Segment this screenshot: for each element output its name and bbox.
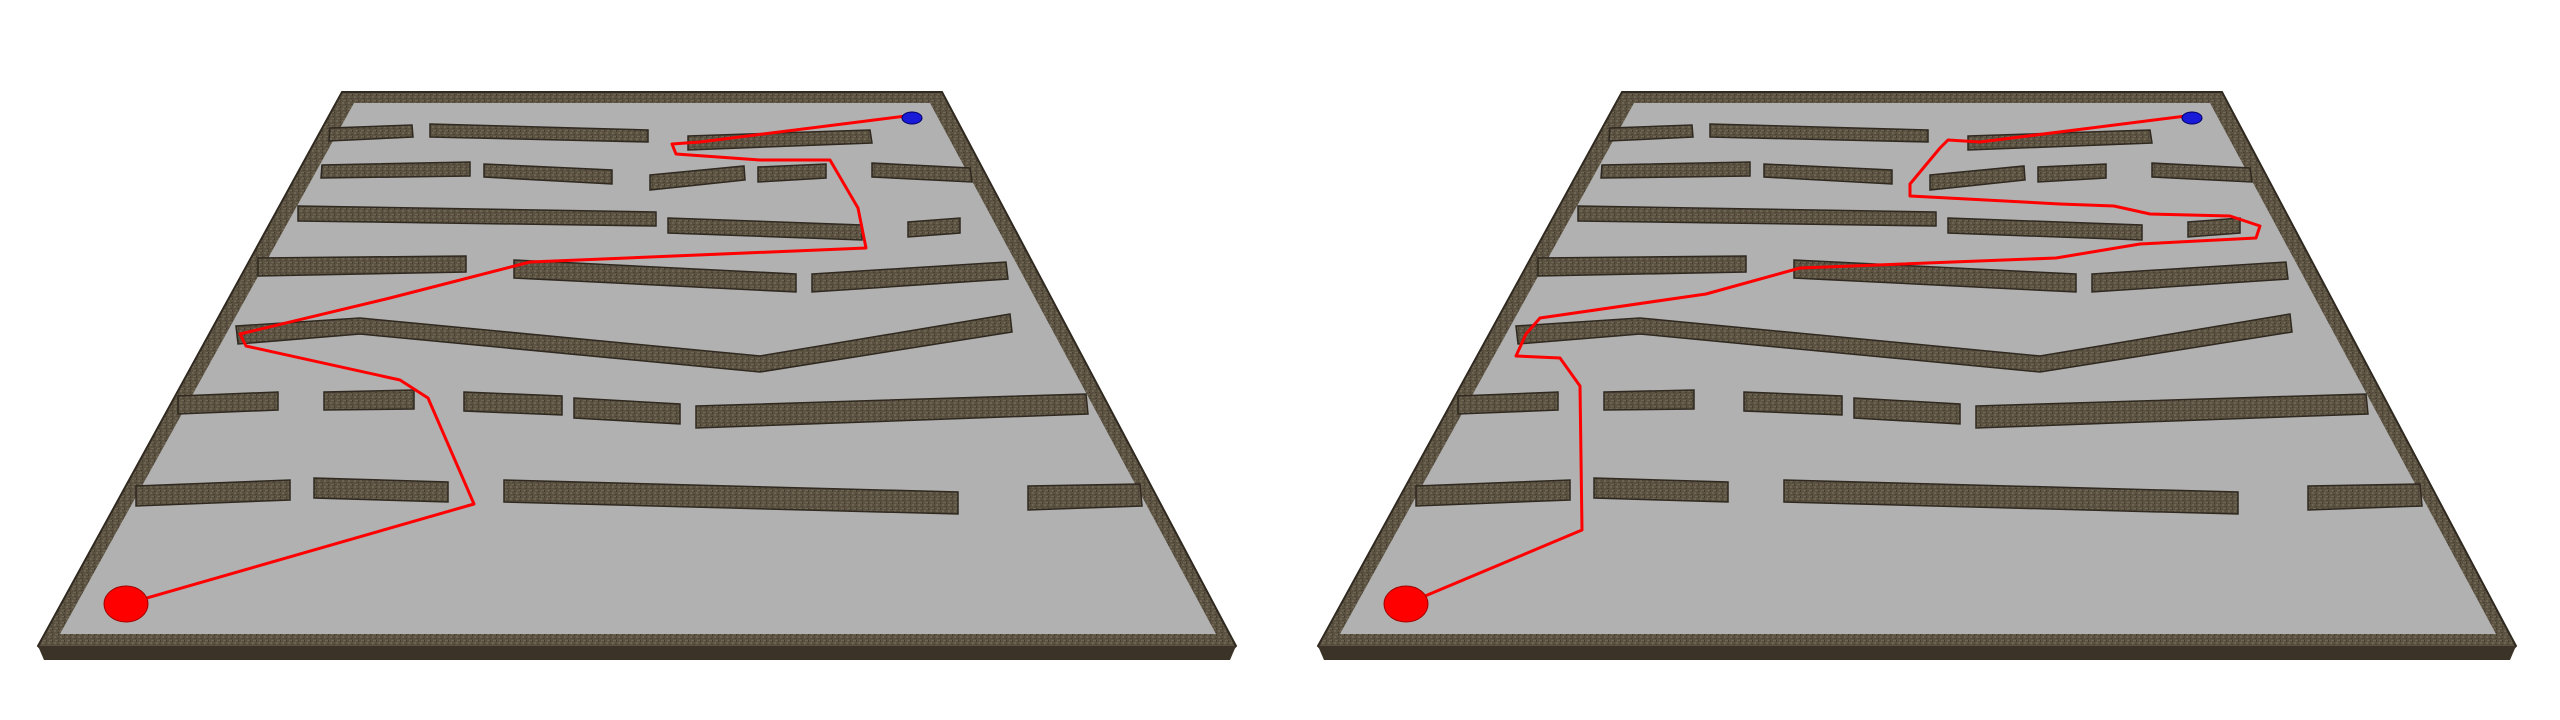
wall-segment bbox=[649, 165, 746, 191]
wall-segment bbox=[2187, 217, 2241, 238]
wall-segment bbox=[2151, 162, 2253, 183]
wall-segment bbox=[2307, 483, 2423, 511]
wall-segment bbox=[1853, 397, 1961, 425]
wall-segment bbox=[320, 161, 471, 179]
wall-segment bbox=[1608, 124, 1694, 142]
maze-right-walls bbox=[1415, 123, 2423, 515]
wall-segment bbox=[1577, 205, 1937, 227]
wall-segment bbox=[1593, 477, 1729, 503]
wall-segment bbox=[177, 391, 279, 415]
maze-left-front-edge bbox=[38, 646, 1236, 660]
wall-segment bbox=[2091, 261, 2289, 293]
wall-segment bbox=[1783, 479, 2239, 515]
maze-left-floor bbox=[60, 103, 1216, 634]
wall-segment bbox=[503, 479, 959, 515]
wall-segment bbox=[257, 255, 467, 277]
wall-segment bbox=[463, 391, 563, 416]
wall-segment bbox=[573, 397, 681, 425]
goal-marker bbox=[901, 111, 923, 125]
wall-segment bbox=[1947, 217, 2143, 241]
wall-segment bbox=[328, 124, 414, 142]
wall-segment bbox=[667, 217, 863, 241]
wall-segment bbox=[1763, 163, 1893, 185]
wall-segment bbox=[297, 205, 657, 227]
wall-segment bbox=[1967, 129, 2153, 151]
maze-right-floor bbox=[1340, 103, 2496, 634]
wall-segment bbox=[1793, 259, 2077, 293]
maze-left-solution-path bbox=[125, 114, 907, 606]
maze-left-walls bbox=[135, 123, 1143, 515]
start-marker bbox=[1383, 585, 1429, 623]
wall-segment bbox=[687, 129, 873, 151]
wall-segment bbox=[695, 393, 1089, 429]
wall-segment bbox=[235, 313, 1013, 373]
wall-segment bbox=[1027, 483, 1143, 511]
goal-marker bbox=[2181, 111, 2203, 125]
maze-left bbox=[36, 91, 1238, 660]
wall-segment bbox=[1600, 161, 1751, 179]
wall-segment bbox=[871, 162, 973, 183]
wall-segment bbox=[907, 217, 961, 238]
start-marker bbox=[103, 585, 149, 623]
wall-segment bbox=[1603, 389, 1695, 411]
wall-segment bbox=[2037, 163, 2107, 183]
wall-segment bbox=[811, 261, 1009, 293]
maze-right-solution-path bbox=[1405, 114, 2262, 606]
wall-segment bbox=[1537, 255, 1747, 277]
wall-segment bbox=[1457, 391, 1559, 415]
wall-segment bbox=[1975, 393, 2369, 429]
maze-right bbox=[1316, 91, 2518, 660]
wall-segment bbox=[1515, 313, 2293, 373]
wall-segment bbox=[483, 163, 613, 185]
wall-segment bbox=[513, 259, 797, 293]
wall-segment bbox=[323, 389, 415, 411]
maze-right-front-edge bbox=[1318, 646, 2516, 660]
wall-segment bbox=[1709, 123, 1929, 143]
wall-segment bbox=[135, 479, 291, 507]
wall-segment bbox=[757, 163, 827, 183]
wall-segment bbox=[1743, 391, 1843, 416]
wall-segment bbox=[429, 123, 649, 143]
wall-segment bbox=[313, 477, 449, 503]
wall-segment bbox=[1929, 165, 2026, 191]
wall-segment bbox=[1415, 479, 1571, 507]
